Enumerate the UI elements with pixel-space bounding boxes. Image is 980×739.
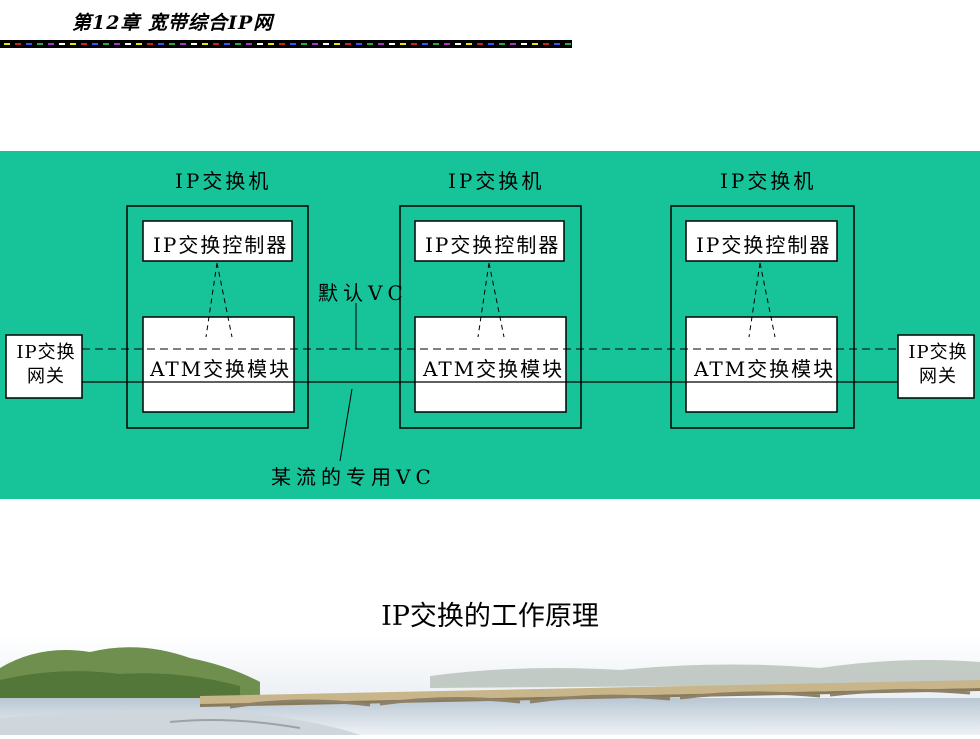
deco-dot (136, 43, 142, 45)
deco-dot (477, 43, 483, 45)
deco-dot (59, 43, 65, 45)
deco-dot (411, 43, 417, 45)
deco-dot (488, 43, 494, 45)
control-link-3 (748, 262, 776, 338)
deco-dot (235, 43, 241, 45)
deco-dot (455, 43, 461, 45)
control-link-1 (205, 262, 233, 338)
deco-dot (323, 43, 329, 45)
switch-frame-1 (126, 205, 309, 429)
deco-dot (301, 43, 307, 45)
deco-dot (191, 43, 197, 45)
gateway-box-right (897, 334, 975, 399)
controller-label-2: IP交换控制器 (425, 233, 561, 257)
deco-dot (257, 43, 263, 45)
deco-dot (158, 43, 164, 45)
gateway-left: IP交换 网关 (8, 341, 84, 389)
deco-dot (521, 43, 527, 45)
controller-label-3: IP交换控制器 (696, 233, 832, 257)
deco-dot (290, 43, 296, 45)
deco-dot (268, 43, 274, 45)
deco-dot (444, 43, 450, 45)
deco-dot (356, 43, 362, 45)
dedicated-vc-pointer (339, 388, 353, 462)
controller-box-3 (685, 220, 838, 262)
deco-dot (378, 43, 384, 45)
gateway-right-line2: 网关 (919, 366, 957, 387)
deco-dot (37, 43, 43, 45)
controller-box-1 (142, 220, 293, 262)
atm-label-2: ATM交换模块 (423, 357, 565, 381)
deco-dot (169, 43, 175, 45)
ip-switching-diagram: IP交换机 IP交换机 IP交换机 IP交换控制器 IP交换控制器 IP交换控制… (0, 151, 980, 499)
deco-dot (213, 43, 219, 45)
chapter-title: 第12章 宽带综合IP网 (72, 12, 274, 34)
deco-dot (48, 43, 54, 45)
deco-dot (312, 43, 318, 45)
diagram-lines (5, 205, 975, 462)
deco-dot (114, 43, 120, 45)
gateway-left-line1: IP交换 (16, 342, 76, 363)
atm-box-2 (414, 316, 567, 413)
gateway-right-line1: IP交换 (908, 342, 968, 363)
deco-dot (532, 43, 538, 45)
dedicated-vc-label: 某流的专用VC (271, 465, 436, 489)
figure-caption: IP交换的工作原理 (381, 601, 599, 632)
deco-dot (81, 43, 87, 45)
deco-dot (202, 43, 208, 45)
deco-dot (367, 43, 373, 45)
deco-dot (4, 43, 10, 45)
deco-dot (422, 43, 428, 45)
control-link-2 (477, 262, 505, 338)
atm-label-1: ATM交换模块 (150, 357, 292, 381)
deco-dot (15, 43, 21, 45)
deco-dot (125, 43, 131, 45)
deco-dot (92, 43, 98, 45)
deco-dot (554, 43, 560, 45)
switch-label-1: IP交换机 (175, 169, 272, 193)
atm-box-3 (685, 316, 838, 413)
atm-label-3: ATM交换模块 (694, 357, 836, 381)
switch-frame-3 (670, 205, 855, 429)
bridge-river-photo (0, 636, 980, 735)
gateway-box-left (5, 334, 83, 399)
gateway-right: IP交换 网关 (900, 341, 976, 389)
deco-dot (279, 43, 285, 45)
deco-dot (334, 43, 340, 45)
deco-dot (389, 43, 395, 45)
gateway-left-line2: 网关 (27, 366, 65, 387)
deco-dot (246, 43, 252, 45)
deco-dot (433, 43, 439, 45)
deco-dot (103, 43, 109, 45)
decorative-dotted-bar (0, 40, 572, 48)
atm-box-1 (142, 316, 295, 413)
switch-label-2: IP交换机 (448, 169, 545, 193)
deco-dot (147, 43, 153, 45)
deco-dot (400, 43, 406, 45)
deco-dot (180, 43, 186, 45)
deco-dot (565, 43, 571, 45)
switch-frame-2 (399, 205, 582, 429)
deco-dot (543, 43, 549, 45)
deco-dot (26, 43, 32, 45)
deco-dot (345, 43, 351, 45)
deco-dot (224, 43, 230, 45)
controller-box-2 (414, 220, 565, 262)
switch-label-3: IP交换机 (720, 169, 817, 193)
controller-label-1: IP交换控制器 (153, 233, 289, 257)
deco-dot (499, 43, 505, 45)
default-vc-label: 默认VC (318, 281, 408, 305)
deco-dot (466, 43, 472, 45)
deco-dot (70, 43, 76, 45)
deco-dot (510, 43, 516, 45)
